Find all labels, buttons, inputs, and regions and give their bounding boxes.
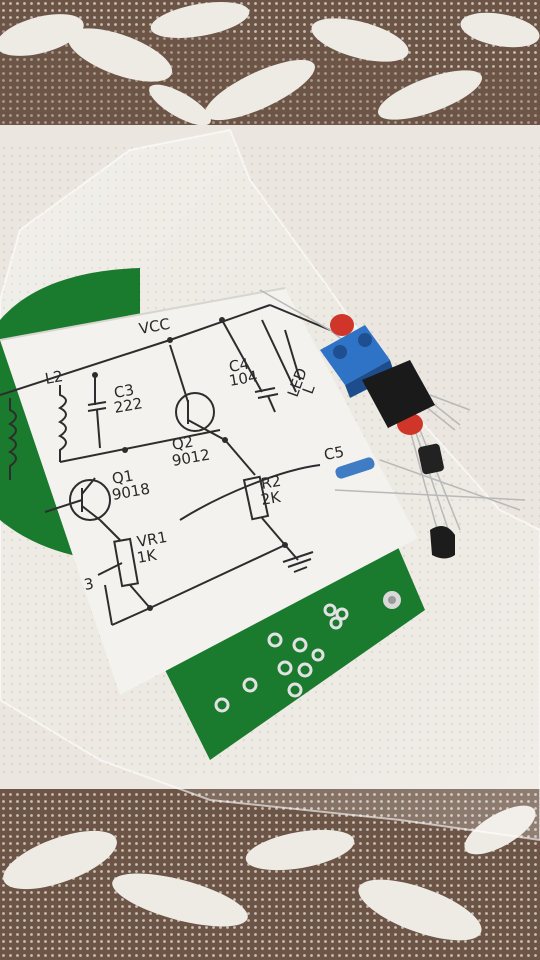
red-capacitor <box>330 314 354 336</box>
black-sensor <box>362 360 435 428</box>
label-r2-name: R2 <box>260 472 283 493</box>
black-transistor-2 <box>430 526 455 559</box>
label-vcc: VCC <box>138 315 172 338</box>
black-transistor <box>418 443 444 475</box>
label-l2: L2 <box>44 367 65 388</box>
label-r2-value: 2K <box>260 488 283 509</box>
blue-resistor <box>335 457 375 479</box>
label-q2-name: Q2 <box>171 433 195 454</box>
label-num3: 3 <box>83 575 96 594</box>
pcb-board <box>160 540 425 760</box>
label-q1-name: Q1 <box>111 467 135 488</box>
label-vr1-value: 1K <box>136 546 159 567</box>
lace-top-band <box>0 0 540 145</box>
schematic-nodes <box>92 317 288 611</box>
components <box>259 289 526 559</box>
label-c5: C5 <box>323 443 346 464</box>
label-c3-value: 222 <box>113 394 144 417</box>
label-c3-name: C3 <box>113 381 136 402</box>
label-c4-value: 104 <box>228 367 259 390</box>
label-c4-name: C4 <box>228 355 251 376</box>
schematic-paper <box>0 287 418 695</box>
label-vr1-name: VR1 <box>136 528 169 551</box>
schematic-labels: VCC L2 C3 222 C4 104 Q1 9018 Q2 9012 R2 … <box>44 315 346 594</box>
